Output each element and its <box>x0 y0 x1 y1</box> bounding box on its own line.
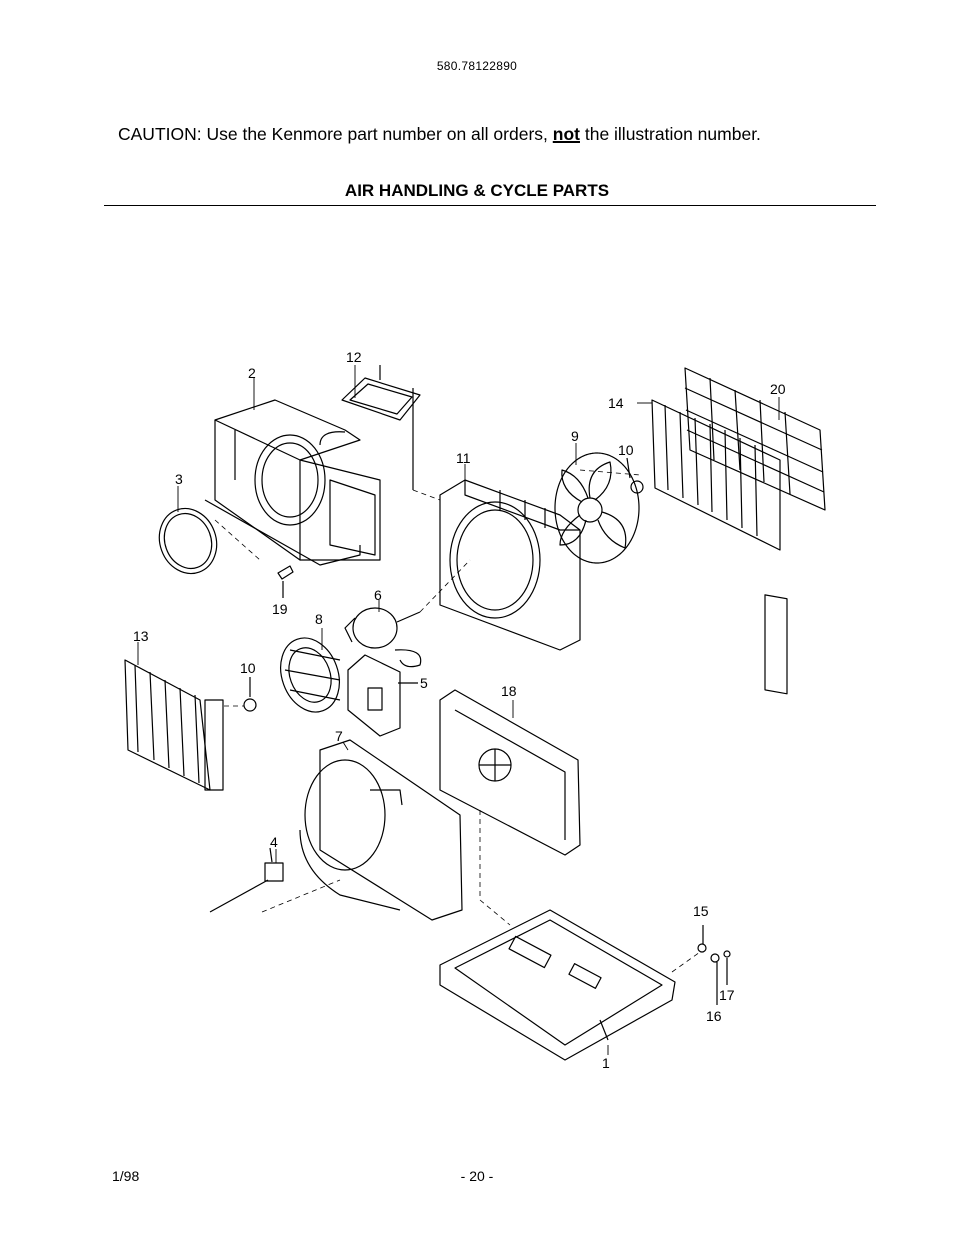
callout-6: 6 <box>374 587 382 603</box>
caution-emphasis: not <box>552 124 580 144</box>
callout-18: 18 <box>501 683 517 699</box>
callout-15: 15 <box>693 903 709 919</box>
part-10-clip-upper <box>626 457 644 494</box>
footer-page-number: - 20 - <box>460 1168 494 1184</box>
caution-suffix: the illustration number. <box>579 124 761 144</box>
callout-10-upper: 10 <box>618 442 634 458</box>
part-9-axial-fan <box>554 452 640 564</box>
part-7-blower-scroll <box>299 739 463 921</box>
callout-17: 17 <box>719 987 735 1003</box>
callout-10-lower: 10 <box>240 660 256 676</box>
model-number: 580.78122890 <box>436 59 518 73</box>
callout-16: 16 <box>706 1008 722 1024</box>
callout-19: 19 <box>272 601 288 617</box>
callout-8: 8 <box>315 611 323 627</box>
callout-20: 20 <box>770 381 786 397</box>
section-divider <box>104 205 876 206</box>
part-14-condenser-coil <box>651 399 788 695</box>
part-5-motor-bracket <box>347 654 418 737</box>
callout-11: 11 <box>456 450 471 466</box>
callout-4: 4 <box>270 834 278 850</box>
footer-date: 1/98 <box>112 1168 140 1184</box>
callout-numbers: 12 2 3 11 9 10 14 20 6 8 19 13 10 5 18 7… <box>133 349 786 1071</box>
part-2-blower-frame <box>204 399 381 566</box>
part-6-fan-motor <box>344 607 422 668</box>
part-10-clip-lower <box>243 677 257 712</box>
part-19-screw <box>277 565 294 598</box>
part-1-base-pan <box>439 909 676 1061</box>
caution-prefix: CAUTION: Use the Kenmore part number on … <box>118 124 553 144</box>
callout-1: 1 <box>602 1055 610 1071</box>
callout-13: 13 <box>133 628 149 644</box>
leader-lines <box>137 365 780 1055</box>
part-13-evaporator-coil <box>124 659 224 791</box>
part-3-orifice-ring <box>158 507 218 575</box>
caution-notice: CAUTION: Use the Kenmore part number on … <box>118 124 761 145</box>
callout-2: 2 <box>248 365 256 381</box>
callout-14: 14 <box>608 395 624 411</box>
part-4-thermostat-bulb <box>209 847 284 913</box>
part-18-barrier-panel <box>439 689 581 856</box>
part-12-bracket <box>341 365 421 490</box>
callout-7: 7 <box>335 728 343 744</box>
callout-9: 9 <box>571 428 579 444</box>
part-11-fan-shroud <box>439 479 581 651</box>
part-20-grille <box>684 367 826 511</box>
part-8-blower-wheel <box>280 637 341 713</box>
section-title: AIR HANDLING & CYCLE PARTS <box>344 181 610 200</box>
alignment-lines <box>214 469 701 973</box>
callout-5: 5 <box>420 675 428 691</box>
part-15-16-17-fasteners <box>697 925 731 1005</box>
callout-3: 3 <box>175 471 183 487</box>
callout-12: 12 <box>346 349 362 365</box>
